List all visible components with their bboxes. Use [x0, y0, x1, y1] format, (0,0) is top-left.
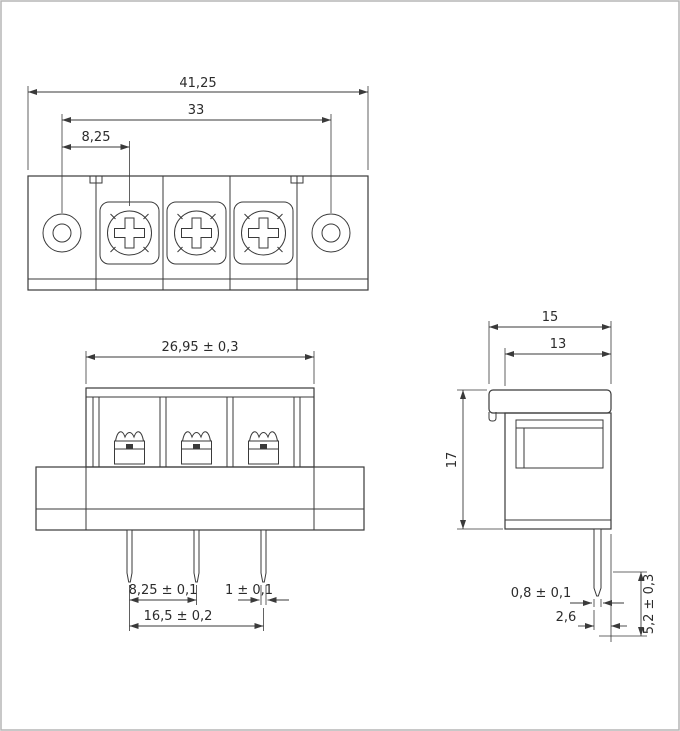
mounting-hole-right — [311, 213, 351, 253]
pin-2 — [193, 529, 200, 583]
wire-clamp-2 — [181, 431, 212, 465]
dim-height: 17 — [445, 389, 503, 530]
top-view-cell-dividers — [95, 176, 298, 290]
front-view: 26,95 ± 0,3 8,25 ± 0,1 1 ± 0,1 16,5 ± 0,… — [35, 340, 365, 631]
screw-terminal-3 — [233, 201, 294, 265]
dim-overall-length: 41,25 — [27, 76, 369, 170]
dim-outer-pin-spacing: 16,5 ± 0,2 — [129, 608, 264, 631]
top-view-notch-right — [290, 175, 304, 184]
side-view-inner-lines — [505, 427, 611, 521]
side-view-inner-pocket — [515, 419, 604, 469]
wire-clamp-1 — [114, 431, 145, 465]
dim-pin-thickness: 0,8 ± 0,1 — [511, 586, 624, 607]
dim-pitch: 8,25 — [62, 130, 130, 206]
dim-pitch-label: 8,25 — [82, 130, 111, 145]
pin-3 — [260, 529, 267, 583]
front-view-chamber-walls — [92, 397, 301, 467]
dim-pin-pitch: 8,25 ± 0,1 — [129, 583, 198, 631]
dim-body-width-label: 26,95 ± 0,3 — [161, 340, 238, 355]
dim-hole-spacing-label: 33 — [188, 103, 205, 118]
screw-terminal-2 — [166, 201, 227, 265]
dim-outer-pin-spacing-label: 16,5 ± 0,2 — [144, 609, 213, 624]
dim-pin-width-label: 1 ± 0,1 — [225, 583, 273, 598]
front-view-base — [35, 466, 365, 531]
top-view-body — [27, 175, 369, 291]
top-view-notch-left — [89, 175, 103, 184]
side-view-cap-lip — [488, 412, 497, 422]
dim-pin-length-label: 5,2 ± 0,3 — [642, 574, 657, 635]
dim-pin-pitch-label: 8,25 ± 0,1 — [129, 583, 198, 598]
dim-pin-length: 5,2 ± 0,3 — [599, 571, 657, 637]
dim-pin-offset: 2,6 — [556, 534, 627, 642]
wire-clamp-3 — [248, 431, 279, 465]
side-view-body — [504, 412, 612, 530]
mounting-hole-left — [42, 213, 82, 253]
pin-1 — [126, 529, 133, 583]
dim-overall-depth-label: 15 — [542, 310, 559, 325]
dim-pin-width: 1 ± 0,1 — [225, 583, 289, 605]
dim-overall-depth: 15 — [488, 310, 612, 384]
dim-height-label: 17 — [445, 452, 460, 469]
screw-terminal-1 — [99, 201, 160, 265]
front-view-base-lines — [36, 467, 364, 530]
dim-hole-spacing: 33 — [61, 103, 332, 213]
side-view: 15 13 17 0,8 ± 0,1 2,6 — [445, 310, 657, 642]
dim-body-depth: 13 — [504, 337, 611, 386]
dim-pin-offset-label: 2,6 — [556, 610, 577, 625]
dim-body-width: 26,95 ± 0,3 — [85, 340, 315, 384]
dim-pin-thickness-label: 0,8 ± 0,1 — [511, 586, 572, 601]
top-view: 41,25 33 8,25 — [27, 76, 369, 291]
front-view-upper-body — [85, 387, 315, 468]
side-pin — [593, 528, 602, 597]
dim-overall-length-label: 41,25 — [179, 76, 216, 91]
dim-body-depth-label: 13 — [550, 337, 567, 352]
side-view-cap — [488, 389, 612, 414]
